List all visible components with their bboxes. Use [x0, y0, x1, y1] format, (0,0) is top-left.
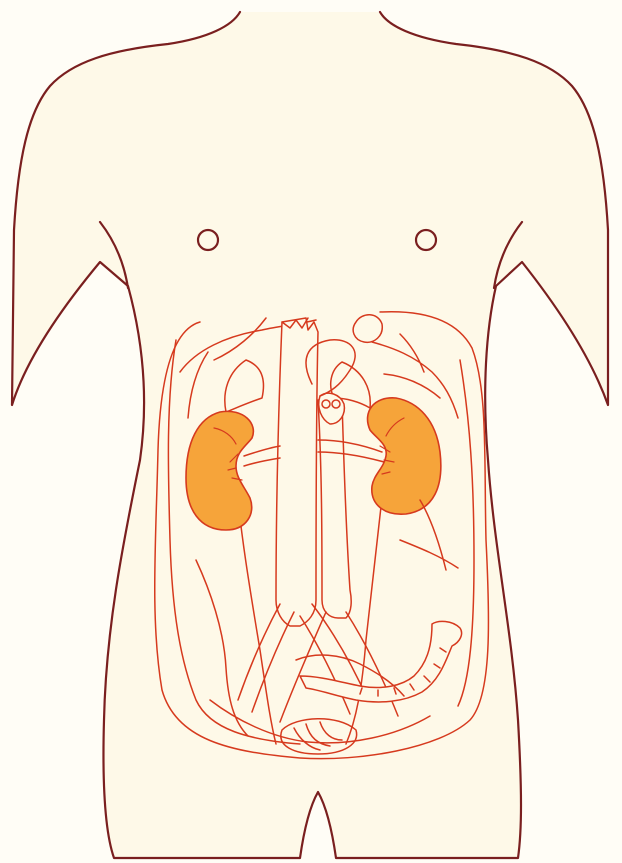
aorta — [276, 318, 318, 626]
